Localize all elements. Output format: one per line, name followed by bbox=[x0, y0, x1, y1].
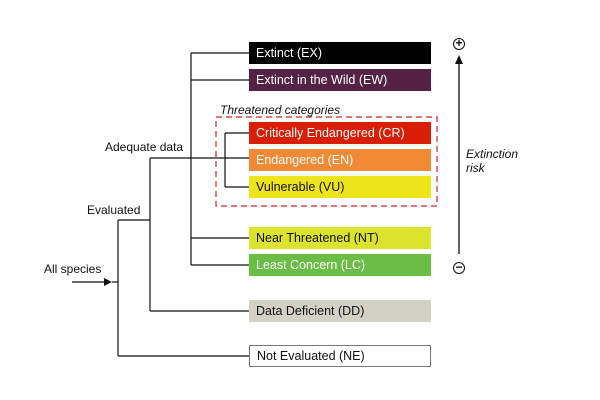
threatened-box bbox=[215, 116, 438, 207]
root-arrowhead bbox=[104, 278, 112, 286]
extinction-risk-label-line2: risk bbox=[466, 161, 485, 175]
risk-plus-icon: + bbox=[453, 37, 465, 50]
category-data-deficient: Data Deficient (DD) bbox=[249, 300, 431, 322]
category-near-threatened: Near Threatened (NT) bbox=[249, 227, 431, 249]
threatened-categories-label: Threatened categories bbox=[220, 103, 341, 117]
adequate-data-label: Adequate data bbox=[105, 140, 184, 154]
risk-arrowhead bbox=[455, 55, 463, 64]
category-not-evaluated: Not Evaluated (NE) bbox=[249, 345, 431, 367]
category-vulnerable: Vulnerable (VU) bbox=[249, 176, 431, 198]
all-species-label: All species bbox=[44, 262, 102, 276]
category-extinct-in-wild: Extinct in the Wild (EW) bbox=[249, 69, 431, 91]
evaluated-label: Evaluated bbox=[87, 203, 141, 217]
category-endangered: Endangered (EN) bbox=[249, 149, 431, 171]
category-critically-endangered: Critically Endangered (CR) bbox=[249, 122, 431, 144]
risk-minus-icon: − bbox=[453, 261, 465, 274]
category-least-concern: Least Concern (LC) bbox=[249, 254, 431, 276]
extinction-risk-label-line1: Extinction bbox=[466, 147, 519, 161]
category-extinct: Extinct (EX) bbox=[249, 42, 431, 64]
